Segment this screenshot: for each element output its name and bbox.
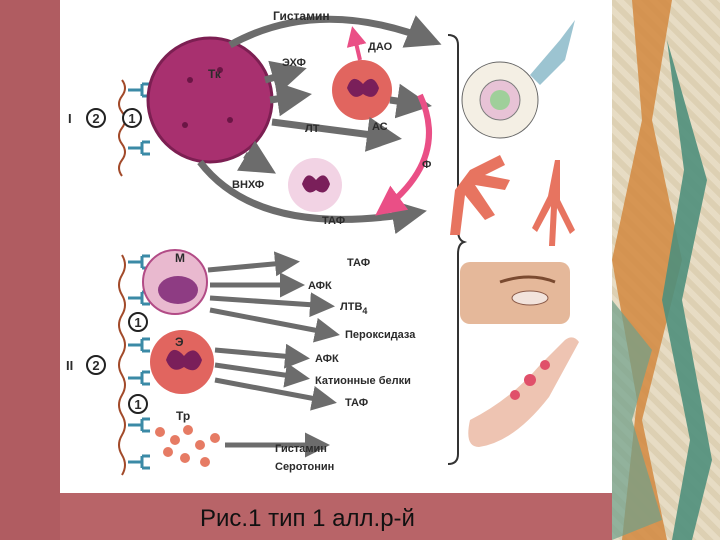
label-ltb4: ЛТВ4 bbox=[340, 301, 367, 316]
left-background-band bbox=[0, 0, 60, 540]
label-ecf: ЭХФ bbox=[282, 57, 306, 69]
step-circle-2b: 2 bbox=[86, 355, 106, 375]
neutrophil-middle bbox=[288, 158, 342, 212]
label-taf-eosinophil: ТАФ bbox=[345, 397, 368, 409]
label-taf-monocyte: ТАФ bbox=[347, 257, 370, 269]
step-circle-2a: 2 bbox=[86, 108, 106, 128]
svg-text:2: 2 bbox=[92, 111, 99, 126]
label-serotonin: Серотонин bbox=[275, 461, 334, 473]
svg-text:2: 2 bbox=[92, 358, 99, 373]
skin-rash-arm-illustration bbox=[468, 337, 579, 447]
label-cationic-proteins: Катионные белки bbox=[315, 375, 411, 387]
mediator-arrows-upper bbox=[197, 15, 442, 235]
blood-vessels-illustration bbox=[450, 155, 575, 246]
label-as: АС bbox=[372, 121, 388, 133]
phase-label-2: II bbox=[66, 358, 73, 373]
svg-text:1: 1 bbox=[128, 111, 135, 126]
eosinophil-label: Э bbox=[175, 335, 184, 349]
decorative-side-panel bbox=[612, 0, 720, 540]
svg-text:1: 1 bbox=[134, 397, 141, 412]
step-circle-1c: 1 bbox=[128, 394, 148, 414]
phase-label-1: I bbox=[68, 111, 72, 126]
eosinophil-cell: Э bbox=[150, 330, 214, 394]
bronchus-illustration bbox=[461, 20, 575, 139]
allergy-reaction-diagram: 1 2 I 1 2 II 1 Тк bbox=[60, 0, 612, 493]
mediator-arrows-lower bbox=[207, 251, 340, 458]
label-taf: ТАФ bbox=[322, 215, 345, 227]
neutrophil-top bbox=[332, 60, 392, 120]
decorative-leaf-art bbox=[612, 0, 712, 540]
step-circle-1b: 1 bbox=[128, 312, 148, 332]
step-circle-1a: 1 bbox=[122, 108, 142, 128]
label-peroxidase: Пероксидаза bbox=[345, 329, 416, 341]
membrane-upper bbox=[118, 79, 126, 177]
label-afk-monocyte: АФК bbox=[308, 280, 332, 292]
figure-caption: Рис.1 тип 1 алл.р-й bbox=[200, 505, 415, 532]
monocyte-label: М bbox=[175, 251, 185, 265]
pink-arrow-f bbox=[375, 93, 432, 216]
platelet-cluster: Тр bbox=[155, 409, 220, 467]
mast-cell-label: Тк bbox=[208, 67, 222, 81]
pink-arrow-dao bbox=[346, 26, 367, 61]
monocyte-cell: М bbox=[142, 249, 208, 315]
mast-cell: Тк bbox=[146, 36, 274, 164]
label-lt: ЛТ bbox=[305, 123, 320, 135]
label-dao: ДАО bbox=[368, 41, 393, 53]
swollen-eye-illustration bbox=[460, 262, 570, 324]
label-histamine: Гистамин bbox=[273, 9, 330, 23]
label-vnhf: ВНХФ bbox=[232, 179, 264, 191]
label-f: Ф bbox=[422, 159, 431, 171]
membrane-lower bbox=[118, 254, 126, 476]
grouping-bracket bbox=[447, 34, 468, 465]
svg-text:1: 1 bbox=[134, 315, 141, 330]
platelet-label: Тр bbox=[176, 409, 190, 423]
label-histamine-platelet: Гистамин bbox=[275, 443, 327, 455]
antibody-receptors bbox=[128, 82, 150, 470]
label-afk-eosinophil: АФК bbox=[315, 353, 339, 365]
